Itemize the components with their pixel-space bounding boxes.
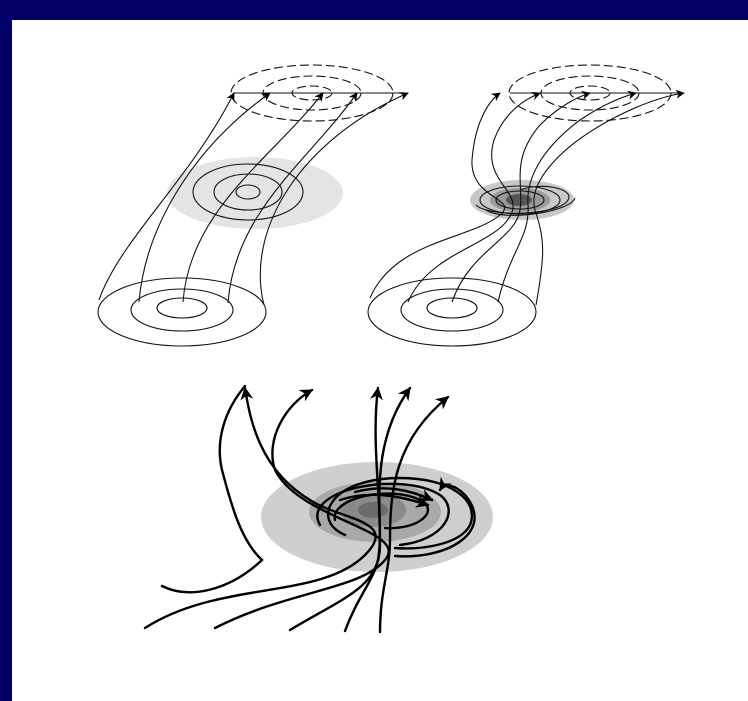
- bottom-ellipse-right: [368, 278, 536, 346]
- panel-top-right: [368, 65, 684, 346]
- top-ellipse-left: [231, 65, 408, 121]
- middle-vortex-right: [470, 180, 575, 220]
- panel-bottom: [145, 386, 493, 632]
- panel-top-left: [98, 65, 408, 346]
- bottom-ellipse-left: [98, 278, 266, 346]
- top-ellipse-right: [509, 65, 684, 121]
